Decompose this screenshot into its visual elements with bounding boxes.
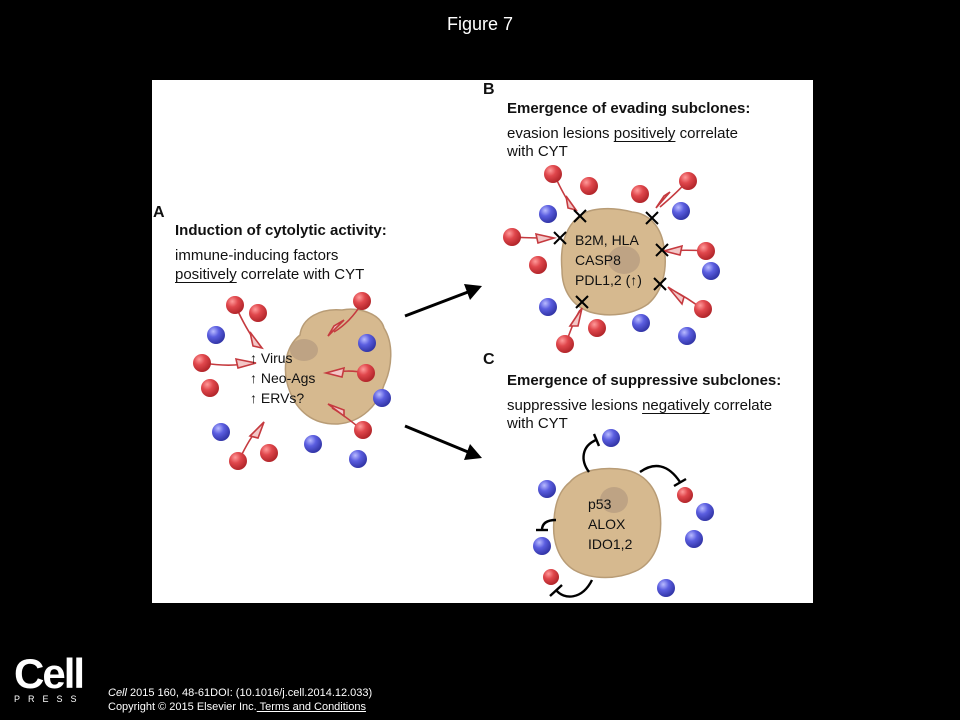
- panel-b-line1-pre: evasion lesions: [507, 125, 614, 142]
- panel-b-line2: with CYT: [507, 143, 568, 160]
- inhibition-arrows-c: [536, 433, 687, 598]
- figure-title: Figure 7: [446, 14, 514, 34]
- arrows-to-b-and-c: [404, 284, 482, 460]
- other-cells-c: [533, 429, 714, 597]
- terms-link[interactable]: Terms and Conditions: [256, 701, 366, 713]
- other-cells-b: [539, 202, 720, 345]
- t-cells-b: [503, 165, 715, 353]
- panel-b-label: B: [483, 81, 495, 98]
- citation: Cell 2015 160, 48-61DOI: (10.1016/j.cell…: [108, 686, 372, 700]
- panel-c-line1: suppressive lesions negatively correlate: [507, 397, 772, 415]
- panel-c-underlined: negatively: [642, 397, 710, 414]
- panel-c-cell-item-1: p53: [588, 496, 612, 512]
- nucleus-c: [600, 487, 628, 513]
- panel-a-line2: positively correlate with CYT: [175, 266, 364, 284]
- panel-a-label: A: [153, 204, 165, 221]
- t-cells-a: [193, 292, 375, 470]
- panel-a-line1: immune-inducing factors: [175, 247, 339, 264]
- t-cells-c: [543, 487, 693, 585]
- nucleus-a: [290, 339, 318, 361]
- panel-b-cell-item-1: B2M, HLA: [575, 232, 639, 248]
- panel-a-heading: Induction of cytolytic activity:: [175, 222, 387, 239]
- panel-a-underlined: positively: [175, 266, 237, 283]
- t-cell-projections-a: [203, 302, 366, 461]
- citation-journal: Cell: [108, 687, 127, 699]
- logo-word: Cell: [14, 650, 85, 697]
- panel-a-cell-item-3: ↑ ERVs?: [250, 390, 305, 406]
- panel-c-line1-pre: suppressive lesions: [507, 397, 643, 414]
- panel-c-label: C: [483, 351, 495, 368]
- cell-press-logo: Cell PRESS: [14, 650, 85, 705]
- panel-a-line2-rest: correlate with CYT: [236, 266, 365, 283]
- panel-c-line1-post: correlate: [709, 397, 773, 414]
- panel-b-cell-item-2: CASP8: [575, 252, 621, 268]
- footer: Cell 2015 160, 48-61DOI: (10.1016/j.cell…: [108, 686, 372, 714]
- diagram-graphics: [193, 165, 720, 598]
- panel-b-underlined: positively: [613, 125, 676, 142]
- logo-press: PRESS: [14, 694, 85, 704]
- panel-b-line1-post: correlate: [675, 125, 738, 142]
- figure-panel: A Induction of cytolytic activity: immun…: [152, 80, 813, 603]
- panel-b-heading: Emergence of evading subclones:: [507, 100, 751, 117]
- panel-a-cell-item-1: ↑ Virus: [250, 350, 293, 366]
- copyright-line: Copyright © 2015 Elsevier Inc. Terms and…: [108, 700, 372, 714]
- panel-c-heading: Emergence of suppressive subclones:: [507, 372, 782, 389]
- panel-c-line2: with CYT: [507, 415, 568, 432]
- panel-c-cell-item-3: IDO1,2: [588, 536, 633, 552]
- other-cells-a: [207, 326, 391, 468]
- copyright: Copyright © 2015 Elsevier Inc.: [108, 701, 257, 713]
- blocked-marks-b: [553, 209, 669, 309]
- panel-b-cell-item-3: PDL1,2 (↑): [575, 272, 642, 288]
- panel-b-line1: evasion lesions positively correlate: [507, 125, 738, 143]
- panel-a-cell-item-2: ↑ Neo-Ags: [250, 370, 316, 386]
- nucleus-b: [608, 246, 640, 274]
- t-cell-projections-b: [513, 175, 706, 344]
- panel-c-cell-item-2: ALOX: [588, 516, 626, 532]
- citation-rest: 2015 160, 48-61DOI: (10.1016/j.cell.2014…: [126, 687, 373, 699]
